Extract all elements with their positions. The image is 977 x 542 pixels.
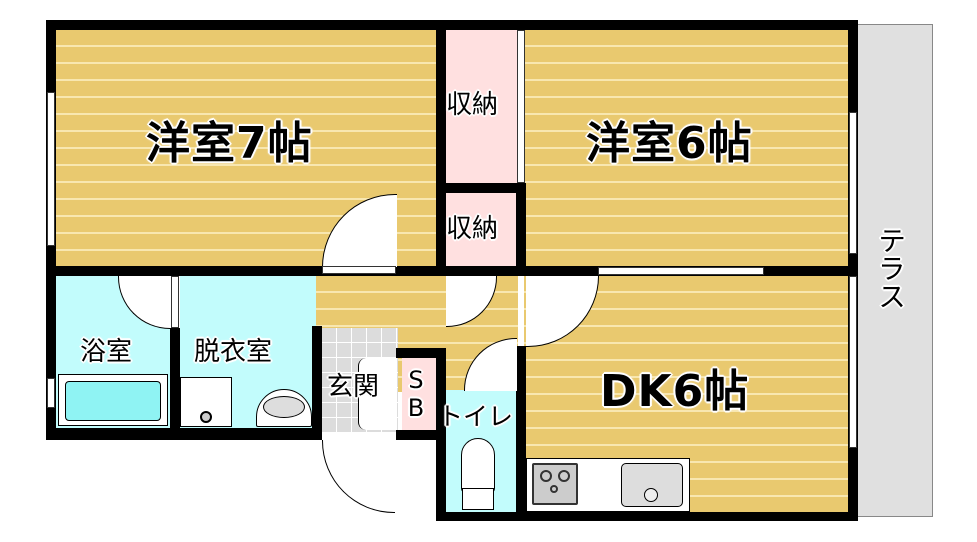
label-western-room-6: 洋室6帖: [586, 118, 753, 169]
wall-room7-closet: [436, 20, 446, 276]
wall-top: [46, 20, 858, 30]
wall-bottom-right: [436, 512, 858, 521]
window-room6-east: [849, 112, 857, 254]
burner-small: [550, 485, 558, 493]
wall-toilet-dk: [516, 346, 526, 521]
wash-basin-bowl: [263, 396, 305, 418]
label-shoe-box: SB: [402, 366, 430, 422]
drain-icon: [200, 411, 212, 423]
wall-mid-horizontal: [46, 266, 858, 276]
toilet-tank: [462, 488, 494, 510]
sink-drain: [644, 488, 658, 502]
western-room-6: [524, 30, 850, 268]
bathtub-basin: [65, 381, 161, 421]
closet-lower: [446, 193, 518, 268]
stove-icon: [532, 463, 578, 505]
washing-machine-pan: [180, 377, 232, 427]
window-bath-west: [47, 378, 55, 408]
entrance-step: [358, 358, 396, 430]
wall-closet-divider: [436, 183, 526, 193]
door-entrance[interactable]: [322, 440, 395, 513]
wall-entrance-bottom: [396, 430, 446, 440]
label-toilet: トイレ: [438, 402, 514, 431]
window-dk-east: [849, 276, 857, 448]
label-terrace: テラス: [874, 226, 907, 310]
bathtub: [58, 374, 168, 426]
wall-closet-room6: [516, 183, 526, 276]
label-dressing-room: 脱衣室: [194, 337, 273, 367]
kitchen-counter: [526, 458, 690, 512]
sliding-door-room6-dk: [598, 267, 764, 275]
burner-left: [540, 470, 552, 482]
wall-dressing-entrance: [312, 326, 322, 440]
label-closet-lower: 収納: [446, 214, 499, 244]
sliding-door-closet-room6: [517, 30, 525, 183]
wall-bottom-left: [46, 428, 322, 440]
label-western-room-7: 洋室7帖: [146, 118, 313, 169]
window-room7-west: [47, 92, 55, 246]
toilet-bowl: [461, 438, 495, 494]
label-entrance: 玄関: [327, 372, 380, 402]
wall-sb-top: [396, 348, 446, 358]
shoe-box: [402, 358, 436, 432]
wash-basin: [256, 389, 312, 427]
sliding-door-bath-dressing: [171, 276, 179, 328]
label-dining-kitchen: DK6帖: [600, 366, 750, 417]
terrace-area: [856, 24, 933, 517]
label-closet-upper: 収納: [446, 90, 499, 120]
closet-upper: [446, 30, 518, 185]
sink-icon: [621, 463, 683, 507]
door-room7-threshold: [322, 266, 396, 274]
wall-bath-dressing: [170, 328, 180, 440]
label-bathroom: 浴室: [80, 337, 133, 367]
burner-right: [558, 470, 570, 482]
